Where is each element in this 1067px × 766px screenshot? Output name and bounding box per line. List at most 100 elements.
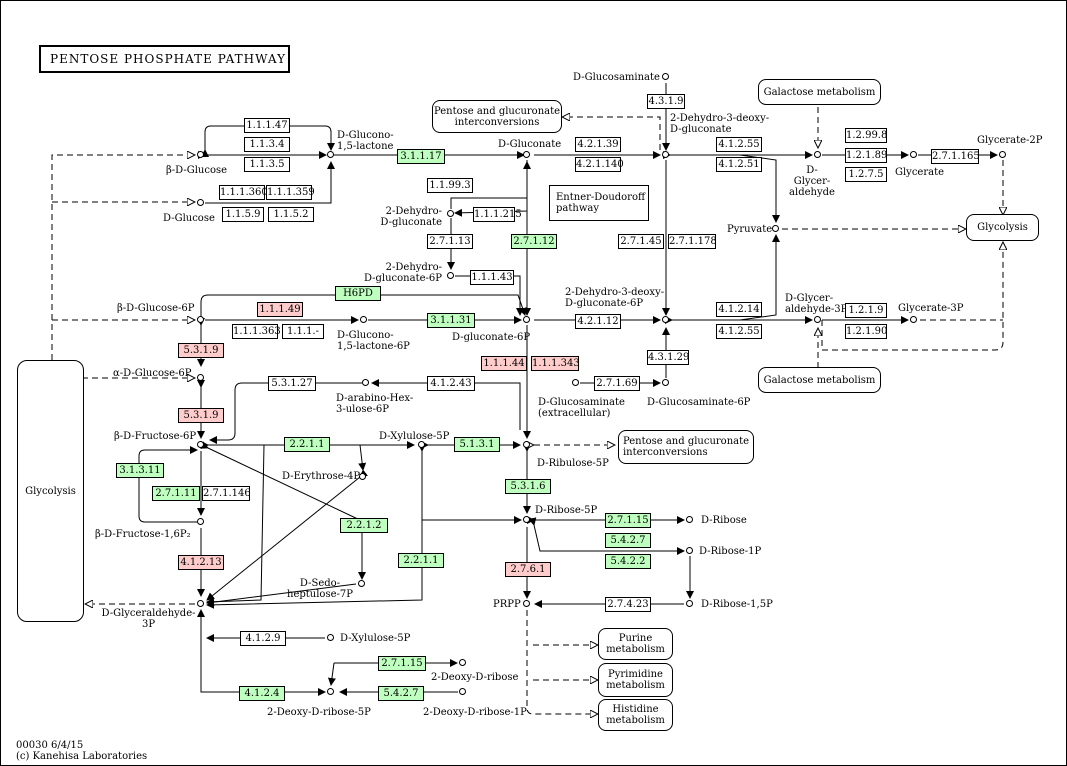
- compound-node-pyruvate[interactable]: [772, 225, 779, 232]
- compound-node-d-glucosaminate-6p[interactable]: [662, 379, 669, 386]
- compound-node-d-glucosaminate-ext[interactable]: [572, 379, 579, 386]
- compound-node-deoxy-d-ribose-1p[interactable]: [459, 688, 466, 695]
- enzyme-box-2-7-1-69[interactable]: 2.7.1.69: [594, 376, 640, 391]
- compound-node-b-d-glucose[interactable]: [197, 151, 204, 158]
- enzyme-box-4-1-2-55[interactable]: 4.1.2.55: [716, 137, 762, 152]
- enzyme-box-4-2-1-140[interactable]: 4.2.1.140: [575, 157, 624, 172]
- enzyme-box-1-1-1-363[interactable]: 1.1.1.363: [232, 324, 281, 339]
- compound-node-d-glyceraldehyde[interactable]: [814, 151, 821, 158]
- map-histidine[interactable]: Histidine metabolism: [598, 699, 673, 731]
- enzyme-box-1-1-5-9[interactable]: 1.1.5.9: [222, 207, 264, 222]
- enzyme-box-2-7-1-146[interactable]: 2.7.1.146: [202, 486, 251, 501]
- compound-node-d-glucosaminate[interactable]: [662, 73, 669, 80]
- compound-node-d-glyceraldehyde-3p[interactable]: [197, 600, 204, 607]
- compound-node-d-erythrose-4p[interactable]: [359, 473, 366, 480]
- compound-node-dehydro-gluconate[interactable]: [447, 210, 454, 217]
- compound-node-prpp[interactable]: [523, 600, 530, 607]
- enzyme-box-4-1-2-13[interactable]: 4.1.2.13: [178, 555, 224, 570]
- enzyme-box-2-7-1-45[interactable]: 2.7.1.45: [618, 234, 664, 249]
- enzyme-box-5-3-1-27[interactable]: 5.3.1.27: [268, 376, 316, 391]
- enzyme-box-H6PD[interactable]: H6PD: [335, 286, 381, 301]
- enzyme-box-3-1-1-17[interactable]: 3.1.1.17: [397, 149, 445, 164]
- enzyme-box-2-2-1-1[interactable]: 2.2.1.1: [284, 437, 330, 452]
- enzyme-box-1-1-1-359[interactable]: 1.1.1.359: [266, 185, 315, 200]
- enzyme-box-2-7-1-165[interactable]: 2.7.1.165: [931, 149, 980, 164]
- compound-node-d-glucono-lactone-6p[interactable]: [360, 316, 367, 323]
- compound-node-dehydro-gluconate-6p[interactable]: [447, 272, 454, 279]
- compound-node-d-ribose-1p[interactable]: [686, 547, 693, 554]
- enzyme-box-2-7-1-11[interactable]: 2.7.1.11: [152, 486, 200, 501]
- enzyme-box-3-1-1-31[interactable]: 3.1.1.31: [427, 313, 475, 328]
- enzyme-box-2-2-1-2[interactable]: 2.2.1.2: [340, 518, 388, 533]
- enzyme-box-1-1-1-43[interactable]: 1.1.1.43: [470, 270, 514, 285]
- enzyme-box-1-2-1-89[interactable]: 1.2.1.89: [845, 148, 888, 163]
- compound-node-b-d-fructose-6p[interactable]: [197, 441, 204, 448]
- map-pentose-glucuronate-top[interactable]: Pentose and glucuronate interconversions: [432, 100, 562, 133]
- enzyme-box-1-1-99-3[interactable]: 1.1.99.3: [427, 178, 473, 193]
- enzyme-box-2-7-4-23[interactable]: 2.7.4.23: [605, 597, 651, 612]
- enzyme-box-4-1-2-43[interactable]: 4.1.2.43: [427, 376, 475, 391]
- compound-node-deoxy-d-ribose[interactable]: [459, 659, 466, 666]
- compound-node-dehydro-deoxy-gluconate[interactable]: [662, 151, 669, 158]
- enzyme-box-5-4-2-7[interactable]: 5.4.2.7: [378, 686, 424, 701]
- enzyme-box-1-1-5-2[interactable]: 1.1.5.2: [268, 207, 314, 222]
- enzyme-box-2-7-1-13[interactable]: 2.7.1.13: [427, 234, 473, 249]
- enzyme-box-3-1-3-11[interactable]: 3.1.3.11: [116, 463, 164, 478]
- compound-node-deoxy-d-ribose-5p[interactable]: [327, 688, 334, 695]
- enzyme-box-4-1-2-55[interactable]: 4.1.2.55: [716, 324, 762, 339]
- enzyme-box-1-2-1-90[interactable]: 1.2.1.90: [845, 324, 888, 339]
- enzyme-box-5-1-3-1[interactable]: 5.1.3.1: [454, 437, 500, 452]
- enzyme-box-1-1-1-44[interactable]: 1.1.1.44: [481, 356, 527, 371]
- enzyme-box-4-1-2-14[interactable]: 4.1.2.14: [716, 302, 762, 317]
- enzyme-box-2-7-6-1[interactable]: 2.7.6.1: [505, 562, 551, 577]
- enzyme-box-4-1-2-51[interactable]: 4.1.2.51: [716, 157, 762, 172]
- compound-node-d-ribose-15p[interactable]: [686, 600, 693, 607]
- enzyme-box-1-2-1-9[interactable]: 1.2.1.9: [845, 303, 887, 318]
- compound-node-b-d-fructose-16p2[interactable]: [197, 518, 204, 525]
- enzyme-box-2-2-1-1[interactable]: 2.2.1.1: [398, 553, 444, 568]
- enzyme-box-4-1-2-9[interactable]: 4.1.2.9: [240, 631, 286, 646]
- compound-node-glycerate[interactable]: [910, 151, 917, 158]
- compound-node-b-d-glucose-6p[interactable]: [197, 316, 204, 323]
- map-galactose-top[interactable]: Galactose metabolism: [758, 79, 881, 105]
- compound-node-glycerate-3p[interactable]: [910, 316, 917, 323]
- compound-node-d-ribose[interactable]: [686, 516, 693, 523]
- enzyme-box-1-1-1-360[interactable]: 1.1.1.360: [219, 185, 268, 200]
- compound-node-d-sedoheptulose-7p[interactable]: [358, 580, 365, 587]
- enzyme-box-4-1-2-4[interactable]: 4.1.2.4: [239, 686, 285, 701]
- compound-node-d-xylulose-5p[interactable]: [418, 441, 425, 448]
- compound-node-d-ribulose-5p[interactable]: [523, 441, 530, 448]
- compound-node-dehydro-deoxy-gluconate-6p[interactable]: [662, 316, 669, 323]
- enzyme-box-4-3-1-29[interactable]: 4.3.1.29: [647, 350, 690, 365]
- compound-node-d-arabino-hex-ulose-6p[interactable]: [362, 379, 369, 386]
- enzyme-box-1-1-1-343[interactable]: 1.1.1.343: [531, 356, 580, 371]
- map-glycolysis-side[interactable]: Glycolysis: [17, 360, 84, 622]
- compound-node-a-d-glucose-6p[interactable]: [197, 374, 204, 381]
- enzyme-box-1-1-1-215[interactable]: 1.1.1.215: [473, 207, 522, 222]
- map-pentose-glucuronate-mid[interactable]: Pentose and glucuronate interconversions: [618, 430, 754, 464]
- enzyme-box-2-7-1-15[interactable]: 2.7.1.15: [378, 656, 426, 671]
- compound-node-d-glucono-lactone[interactable]: [327, 151, 334, 158]
- compound-node-d-xylulose-5p-b[interactable]: [327, 634, 334, 641]
- enzyme-box-1-2-7-5[interactable]: 1.2.7.5: [845, 167, 887, 182]
- map-entner-doudoroff[interactable]: Entner-Doudoroff pathway: [549, 185, 649, 221]
- enzyme-box-5-3-1-6[interactable]: 5.3.1.6: [505, 479, 551, 494]
- compound-node-d-gluconate-6p[interactable]: [523, 316, 530, 323]
- enzyme-box-5-3-1-9[interactable]: 5.3.1.9: [178, 343, 224, 358]
- compound-node-d-glucose[interactable]: [197, 199, 204, 206]
- map-purine[interactable]: Purine metabolism: [598, 628, 673, 660]
- map-pyrimidine[interactable]: Pyrimidine metabolism: [598, 663, 673, 697]
- compound-node-d-ribose-5p[interactable]: [523, 516, 530, 523]
- enzyme-box-1-1-1--[interactable]: 1.1.1.-: [282, 324, 324, 339]
- enzyme-box-5-4-2-2[interactable]: 5.4.2.2: [605, 554, 651, 569]
- enzyme-box-5-4-2-7[interactable]: 5.4.2.7: [605, 533, 651, 548]
- enzyme-box-1-1-1-47[interactable]: 1.1.1.47: [244, 118, 290, 133]
- enzyme-box-1-2-99-8[interactable]: 1.2.99.8: [845, 128, 888, 143]
- enzyme-box-1-1-3-5[interactable]: 1.1.3.5: [244, 157, 290, 172]
- enzyme-box-2-7-1-12[interactable]: 2.7.1.12: [511, 234, 557, 249]
- enzyme-box-1-1-3-4[interactable]: 1.1.3.4: [244, 137, 290, 152]
- compound-node-d-glyceraldehyde-3p-right[interactable]: [814, 316, 821, 323]
- enzyme-box-1-1-1-49[interactable]: 1.1.1.49: [257, 302, 303, 317]
- map-glycolysis-right[interactable]: Glycolysis: [966, 214, 1039, 241]
- compound-node-glycerate-2p[interactable]: [999, 151, 1006, 158]
